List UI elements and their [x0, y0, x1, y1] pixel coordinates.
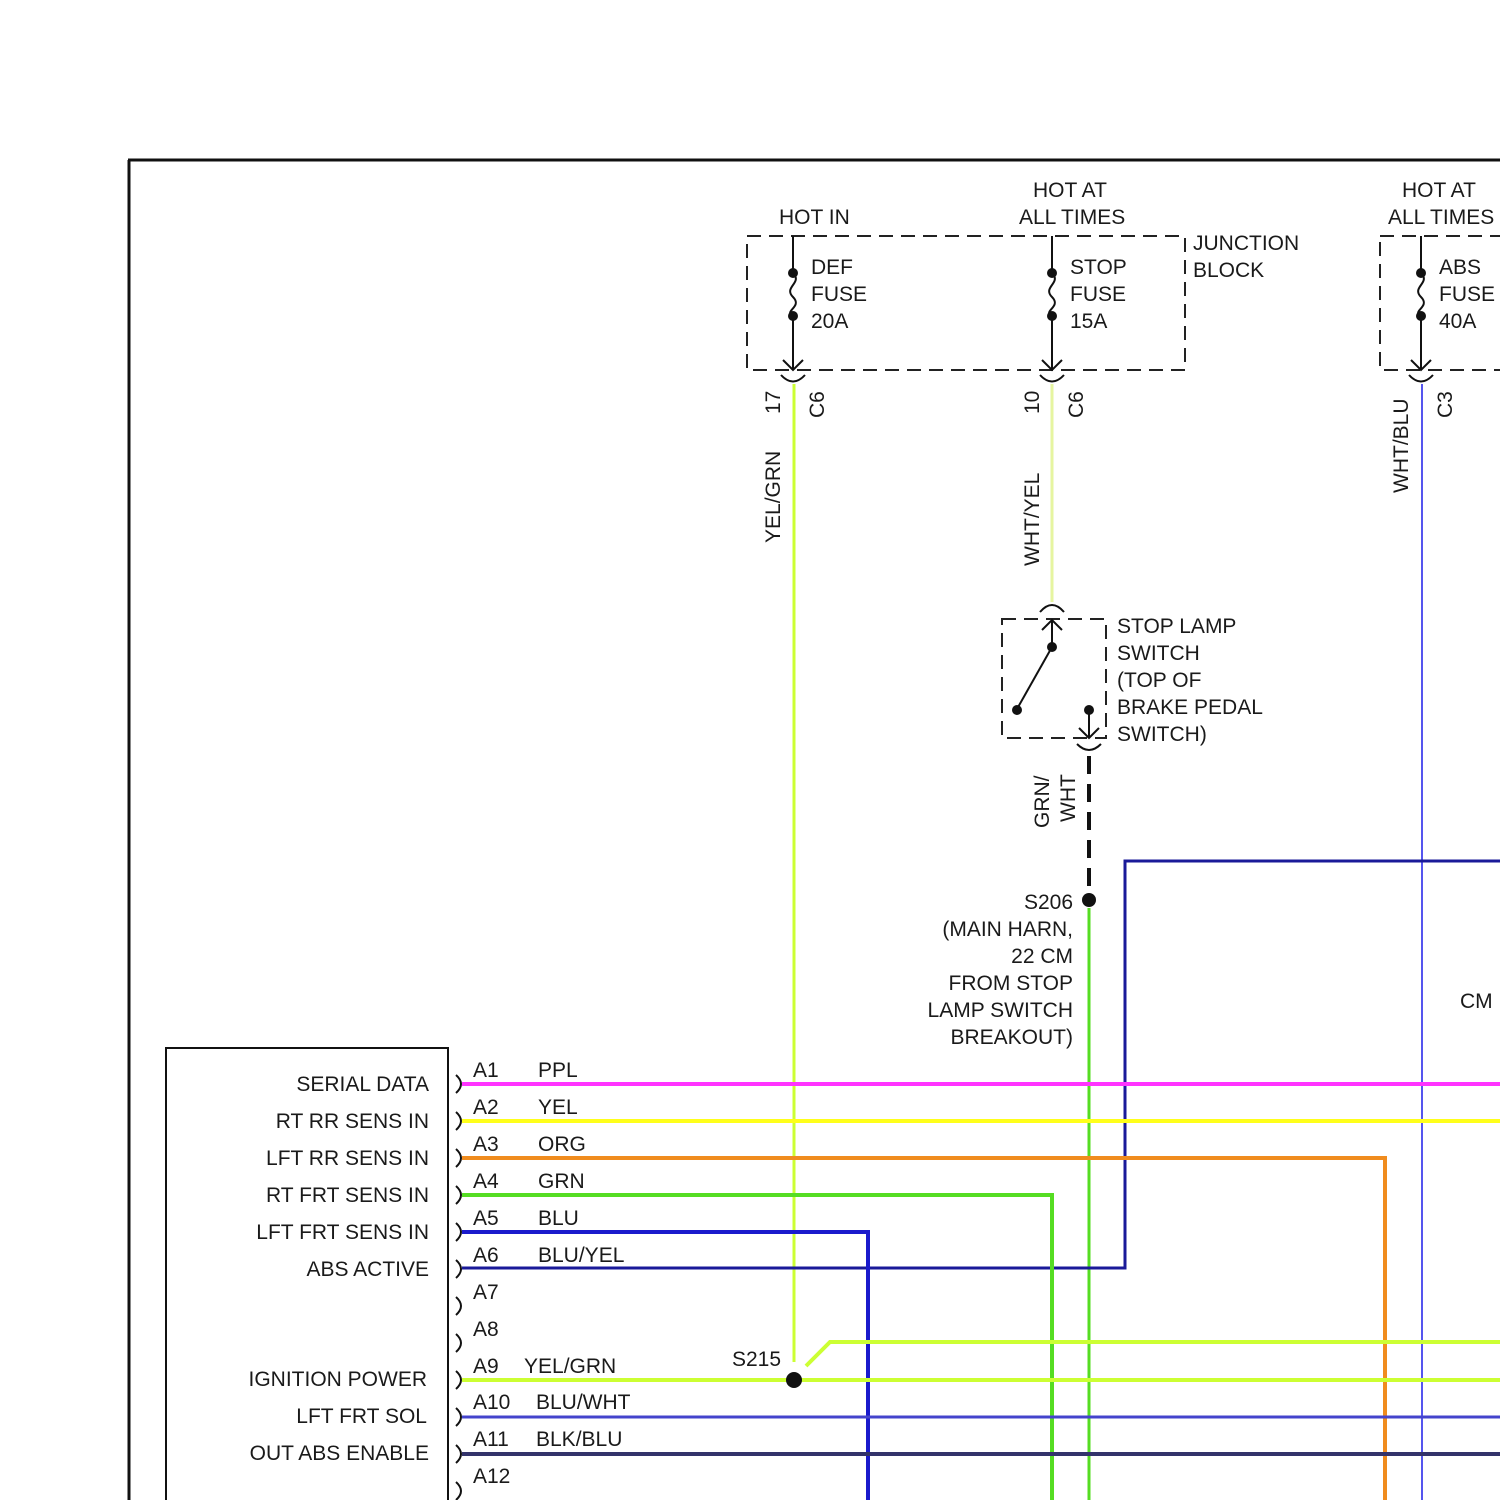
def-connector: C6 — [806, 391, 829, 418]
pin-brackets — [456, 1075, 461, 1500]
abs-wire-color: WHT/BLU — [1390, 399, 1413, 494]
wire-label-a2: YEL — [538, 1096, 578, 1119]
wire-label-a6: BLU/YEL — [538, 1244, 624, 1267]
abs-connector: C3 — [1434, 391, 1457, 418]
pin-a11: A11 — [473, 1428, 509, 1451]
signal-a11: OUT ABS ENABLE — [250, 1442, 429, 1465]
abs-all-times: ALL TIMES — [1388, 206, 1494, 229]
pin-a1: A1 — [473, 1059, 499, 1082]
s206-label-4: FROM STOP — [949, 972, 1073, 995]
splice-s206-dot — [1082, 893, 1096, 907]
s206-label-3: 22 CM — [1011, 945, 1073, 968]
signal-a1: SERIAL DATA — [296, 1073, 429, 1096]
def-hot-in: HOT IN — [779, 206, 850, 229]
switch-label-5: SWITCH) — [1117, 723, 1207, 746]
switch-wire-color-1: GRN/ — [1031, 775, 1054, 828]
signal-a4: RT FRT SENS IN — [266, 1184, 429, 1207]
switch-label-4: BRAKE PEDAL — [1117, 696, 1263, 719]
s206-label-5: LAMP SWITCH — [928, 999, 1073, 1022]
pin-a7: A7 — [473, 1281, 499, 1304]
pin-a2: A2 — [473, 1096, 499, 1119]
wire-label-a4: GRN — [538, 1170, 585, 1193]
abs-fuse-label-2: FUSE — [1439, 283, 1495, 306]
pin-a10: A10 — [473, 1391, 510, 1414]
signal-a2: RT RR SENS IN — [276, 1110, 429, 1133]
abs-fuse-label-3: 40A — [1439, 310, 1476, 333]
stop-fuse-label-2: FUSE — [1070, 283, 1126, 306]
signal-a5: LFT FRT SENS IN — [256, 1221, 429, 1244]
stop-wire-color: WHT/YEL — [1021, 473, 1044, 566]
pin-a8: A8 — [473, 1318, 499, 1341]
junction-label: JUNCTION — [1193, 232, 1299, 255]
abs-hot-at: HOT AT — [1402, 179, 1476, 202]
stop-hot-at: HOT AT — [1033, 179, 1107, 202]
def-fuse-label-1: DEF — [811, 256, 853, 279]
stop-fuse — [1040, 236, 1064, 382]
switch-wire-color-2: WHT — [1057, 774, 1080, 822]
s206-label-2: (MAIN HARN, — [942, 918, 1073, 941]
wire-label-a5: BLU — [538, 1207, 579, 1230]
pin-a4: A4 — [473, 1170, 499, 1193]
stop-fuse-label-1: STOP — [1070, 256, 1127, 279]
stop-all-times: ALL TIMES — [1019, 206, 1125, 229]
cm-label: CM — [1460, 990, 1493, 1013]
signal-a10: LFT FRT SOL — [296, 1405, 427, 1428]
def-wire-color: YEL/GRN — [762, 451, 785, 543]
stop-lamp-switch — [1012, 605, 1101, 750]
signal-a3: LFT RR SENS IN — [266, 1147, 429, 1170]
s206-label-1: S206 — [1024, 891, 1073, 914]
pin-a3: A3 — [473, 1133, 499, 1156]
def-fuse-label-3: 20A — [811, 310, 848, 333]
pin-a9: A9 — [473, 1355, 499, 1378]
wire-label-a3: ORG — [538, 1133, 586, 1156]
wire-label-a10: BLU/WHT — [536, 1391, 631, 1414]
switch-label-3: (TOP OF — [1117, 669, 1201, 692]
block-label: BLOCK — [1193, 259, 1264, 282]
pin-a5: A5 — [473, 1207, 499, 1230]
stop-connector: C6 — [1065, 391, 1088, 418]
def-fuse — [781, 236, 805, 382]
abs-fuse-label-1: ABS — [1439, 256, 1481, 279]
wire-label-a11: BLK/BLU — [536, 1428, 622, 1451]
pin-a12: A12 — [473, 1465, 510, 1488]
abs-fuse — [1409, 236, 1433, 382]
stop-pin-number: 10 — [1021, 391, 1044, 414]
wire-label-a1: PPL — [538, 1059, 578, 1082]
switch-label-1: STOP LAMP — [1117, 615, 1236, 638]
signal-a6: ABS ACTIVE — [306, 1258, 429, 1281]
splice-s215-dot — [786, 1372, 802, 1388]
s215-label: S215 — [732, 1348, 781, 1371]
wire-label-a9: YEL/GRN — [524, 1355, 616, 1378]
stop-fuse-label-3: 15A — [1070, 310, 1107, 333]
wire-s215-branch — [806, 1342, 1500, 1366]
pin-a6: A6 — [473, 1244, 499, 1267]
s206-label-6: BREAKOUT) — [950, 1026, 1073, 1049]
stop-lamp-switch-box — [1002, 619, 1106, 738]
switch-label-2: SWITCH — [1117, 642, 1200, 665]
def-fuse-label-2: FUSE — [811, 283, 867, 306]
def-pin-number: 17 — [762, 391, 785, 414]
signal-a9: IGNITION POWER — [249, 1368, 428, 1391]
